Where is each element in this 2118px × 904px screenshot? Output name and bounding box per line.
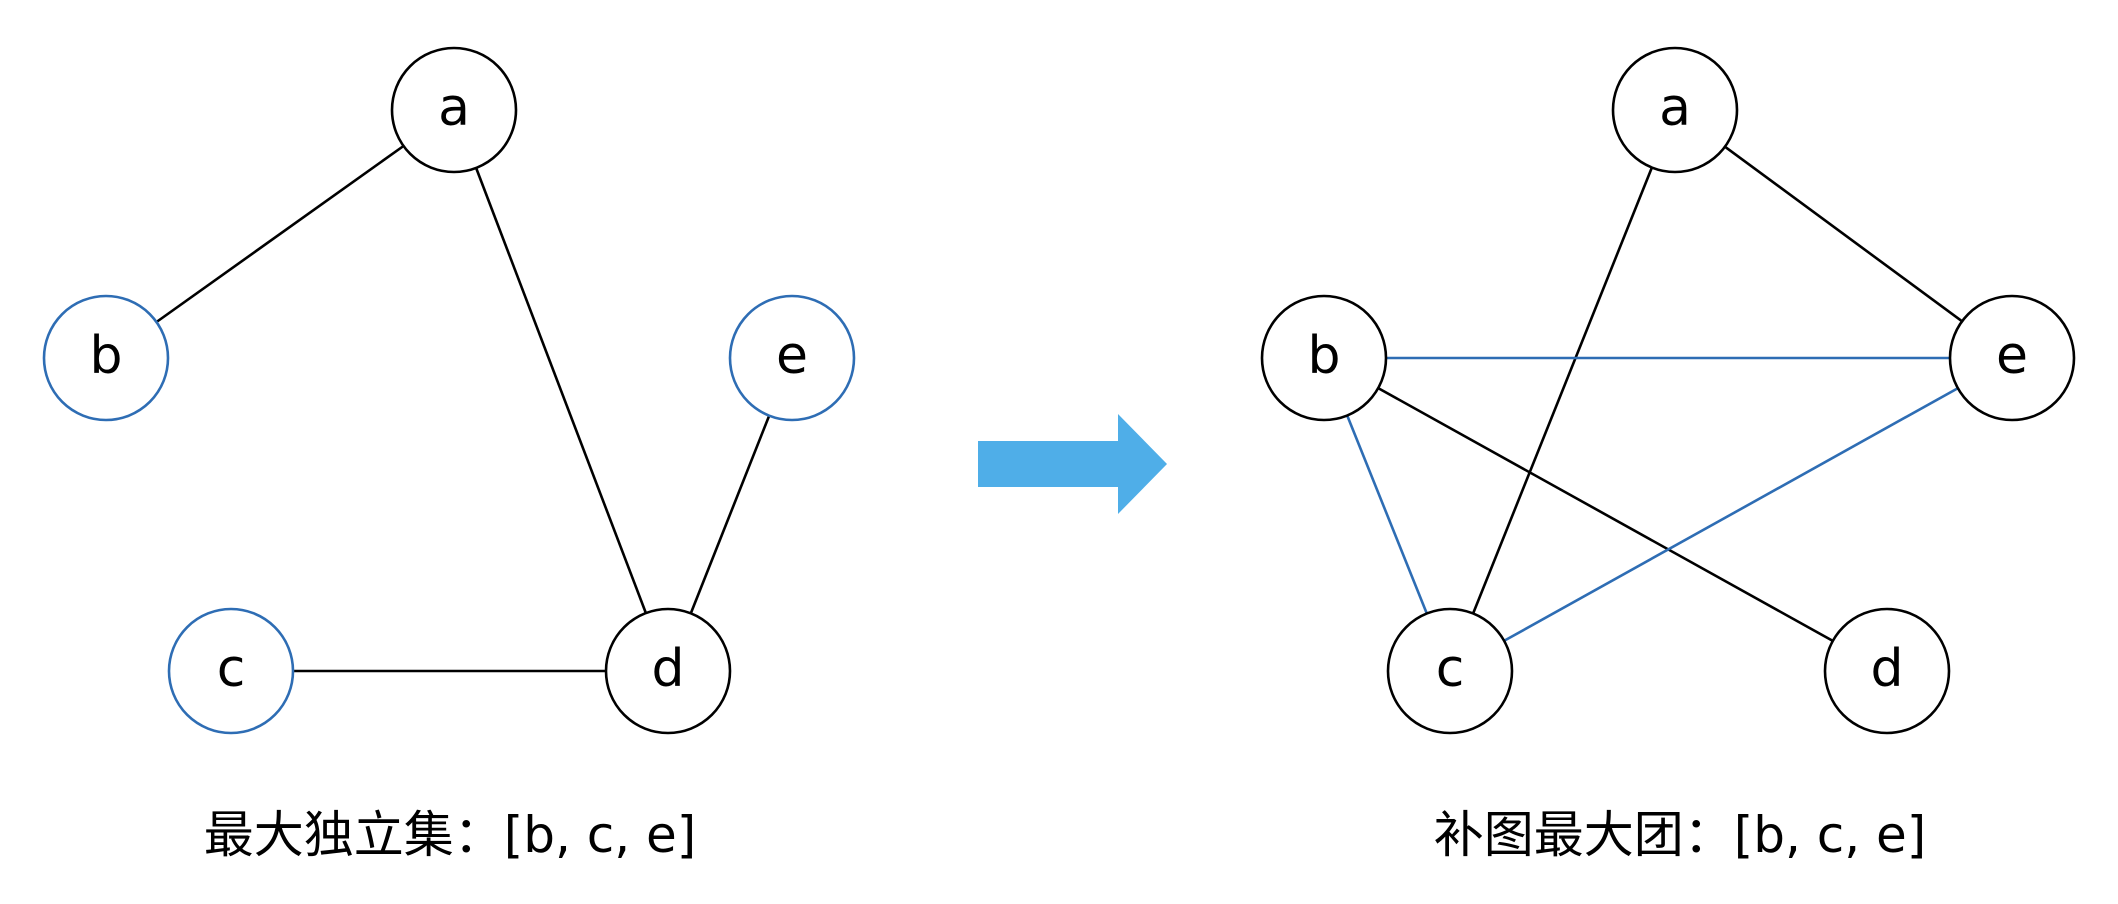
- right-node-c: c: [1386, 607, 1514, 735]
- right-edge-b-d: [1377, 386, 1834, 643]
- right-node-d: d: [1823, 607, 1951, 735]
- right-node-circle: [1386, 607, 1514, 735]
- left-node-circle: [167, 607, 295, 735]
- left-node-c: c: [167, 607, 295, 735]
- right-node-b: b: [1260, 294, 1388, 422]
- right-edge-c-e: [1503, 387, 1959, 642]
- right-edge-a-e: [1724, 145, 1963, 323]
- right-edge-b-c: [1345, 415, 1429, 614]
- left-node-b: b: [42, 294, 170, 422]
- left-node-e: e: [728, 294, 856, 422]
- left-node-a: a: [390, 46, 518, 174]
- left-graph-caption: 最大独立集：[b, c, e]: [203, 806, 697, 864]
- left-node-label: e: [776, 326, 808, 386]
- right-node-label: a: [1659, 78, 1691, 138]
- right-arrow-icon: [978, 414, 1167, 514]
- left-edge-e-d: [689, 415, 771, 614]
- right-node-e: e: [1948, 294, 2076, 422]
- left-edge-a-d: [474, 167, 648, 614]
- left-node-circle: [390, 46, 518, 174]
- right-node-label: c: [1436, 639, 1465, 699]
- right-node-label: e: [1996, 326, 2028, 386]
- right-node-label: d: [1870, 639, 1903, 699]
- right-edge-a-c: [1471, 167, 1654, 614]
- left-node-circle: [728, 294, 856, 422]
- left-graph-nodes: a b e c d: [42, 46, 856, 735]
- left-node-label: a: [438, 78, 470, 138]
- right-graph-edges: [1345, 145, 1963, 643]
- right-node-circle: [1823, 607, 1951, 735]
- right-graph-caption: 补图最大团：[b, c, e]: [1433, 806, 1927, 864]
- right-node-circle: [1260, 294, 1388, 422]
- left-node-circle: [42, 294, 170, 422]
- left-node-label: c: [217, 639, 246, 699]
- left-node-d: d: [604, 607, 732, 735]
- right-graph-nodes: a b e c d: [1260, 46, 2076, 735]
- left-node-circle: [604, 607, 732, 735]
- left-node-label: b: [89, 326, 122, 386]
- left-edge-a-b: [155, 144, 405, 324]
- left-node-label: d: [651, 639, 684, 699]
- right-node-a: a: [1611, 46, 1739, 174]
- right-node-circle: [1611, 46, 1739, 174]
- right-node-circle: [1948, 294, 2076, 422]
- right-node-label: b: [1307, 326, 1340, 386]
- left-graph-edges: [155, 144, 771, 673]
